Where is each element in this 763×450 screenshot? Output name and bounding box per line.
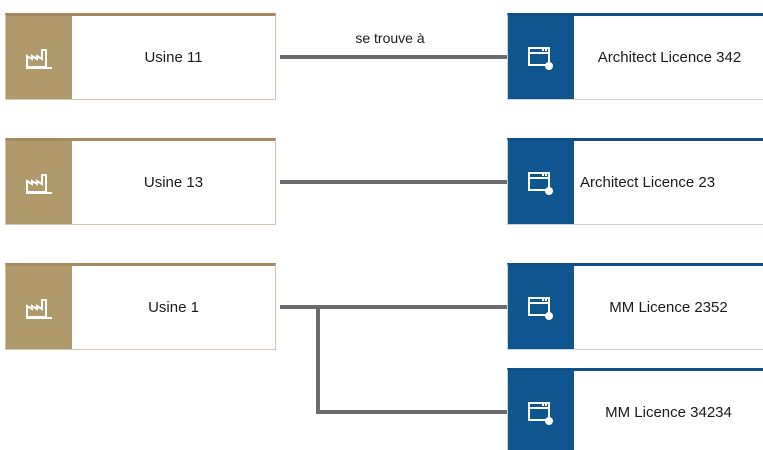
node-mm-licence-34234-icon-panel bbox=[508, 371, 574, 450]
connector-usine1-licence34234 bbox=[316, 307, 508, 414]
node-usine-1[interactable]: Usine 1 bbox=[5, 263, 276, 350]
application-window-icon bbox=[528, 296, 553, 320]
edge-label-se-trouve-a: se trouve à bbox=[355, 30, 425, 46]
factory-icon bbox=[26, 48, 52, 69]
node-usine-13[interactable]: Usine 13 bbox=[5, 138, 276, 225]
factory-icon bbox=[26, 298, 52, 319]
node-architect-licence-342[interactable]: Architect Licence 342 bbox=[507, 13, 763, 100]
node-usine-11-label: Usine 11 bbox=[144, 49, 203, 66]
node-architect-licence-342-icon-panel bbox=[508, 16, 574, 99]
application-window-icon bbox=[528, 401, 553, 425]
node-mm-licence-2352[interactable]: MM Licence 2352 bbox=[507, 263, 763, 350]
factory-icon bbox=[26, 173, 52, 194]
node-mm-licence-2352-icon-panel bbox=[508, 266, 574, 349]
node-usine-1-icon-panel bbox=[6, 266, 72, 349]
node-architect-licence-23-label: Architect Licence 23 bbox=[580, 174, 716, 191]
node-architect-licence-342-label: Architect Licence 342 bbox=[597, 49, 742, 66]
node-usine-11[interactable]: Usine 11 bbox=[5, 13, 276, 100]
node-architect-licence-23-icon-panel bbox=[508, 141, 574, 224]
node-mm-licence-34234[interactable]: MM Licence 34234 bbox=[507, 368, 763, 450]
node-usine-13-icon-panel bbox=[6, 141, 72, 224]
node-mm-licence-2352-label: MM Licence 2352 bbox=[609, 299, 728, 316]
node-usine-13-label: Usine 13 bbox=[143, 174, 204, 191]
node-usine-11-icon-panel bbox=[6, 16, 72, 99]
node-usine-1-label: Usine 1 bbox=[148, 299, 199, 316]
node-mm-licence-34234-label: MM Licence 34234 bbox=[605, 404, 732, 421]
node-architect-licence-23[interactable]: Architect Licence 23 bbox=[507, 138, 763, 225]
application-window-icon bbox=[528, 46, 553, 70]
application-window-icon bbox=[528, 171, 553, 195]
